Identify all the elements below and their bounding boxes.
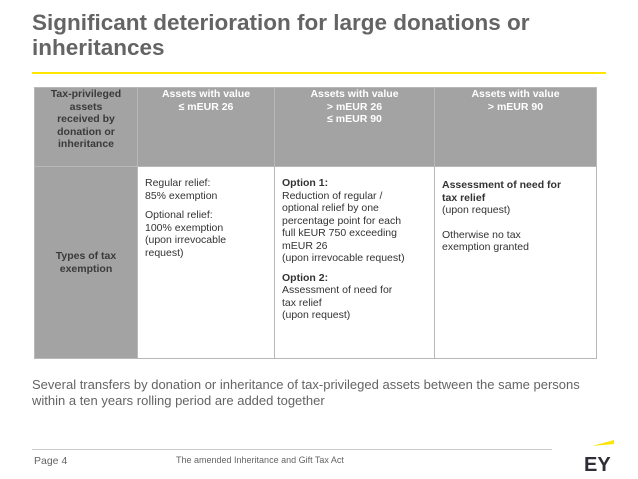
text-line: (upon request) [282, 309, 351, 321]
option-title: Option 1: [282, 177, 329, 189]
text-line: Assessment of need for [442, 179, 562, 191]
text-line: full kEUR 750 exceeding [282, 227, 397, 239]
corner-line: received by [57, 113, 115, 125]
row-label-cell: Types of tax exemption [34, 166, 138, 359]
page-title: Significant deterioration for large dona… [32, 10, 530, 60]
option-2: Option 2: Assessment of need for tax rel… [282, 272, 428, 322]
text-line: 85% exemption [145, 189, 218, 202]
text-line: Regular relief: [145, 177, 211, 189]
text-line: tax relief [282, 296, 322, 309]
text-line: percentage point for each [282, 214, 402, 227]
page-number: Page 4 [34, 455, 68, 467]
footer-divider [32, 449, 552, 450]
header-line: Assets with value [471, 88, 560, 100]
header-line: Assets with value [161, 88, 251, 100]
header-line: ≤ mEUR 26 [178, 100, 234, 113]
row-label-line: exemption [59, 262, 113, 275]
document-name: The amended Inheritance and Gift Tax Act [176, 455, 344, 465]
ey-logo-icon: EY [584, 440, 614, 474]
exemption-table: Tax-privileged assets received by donati… [34, 87, 597, 359]
text-line: tax relief [442, 191, 486, 204]
text-line: exemption granted [442, 241, 529, 253]
header-line: ≤ mEUR 90 [327, 113, 382, 125]
optional-relief: Optional relief: 100% exemption (upon ir… [145, 209, 268, 259]
corner-line: assets [69, 100, 103, 113]
text-line: Reduction of regular / [282, 189, 383, 202]
header-col-upto-26: Assets with value ≤ mEUR 26 [137, 87, 275, 167]
cell-26-to-90: Option 1: Reduction of regular / optiona… [274, 166, 435, 359]
no-exemption-block: Otherwise no tax exemption granted [442, 229, 590, 254]
text-line: request) [145, 246, 184, 259]
assessment-block: Assessment of need for tax relief (upon … [442, 179, 590, 217]
cell-upto-26: Regular relief: 85% exemption Optional r… [137, 166, 275, 359]
option-title: Option 2: [282, 271, 329, 284]
footnote-text: Several transfers by donation or inherit… [32, 377, 580, 408]
corner-line: Tax-privileged [50, 88, 122, 100]
cell-over-90: Assessment of need for tax relief (upon … [434, 166, 597, 359]
table-header-row: Tax-privileged assets received by donati… [34, 87, 597, 167]
text-line: Assessment of need for [282, 284, 393, 296]
text-line: (upon irrevocable request) [282, 252, 405, 264]
text-line: optional relief by one [282, 202, 379, 214]
corner-line: donation or [57, 125, 115, 138]
text-line: mEUR 26 [282, 239, 328, 252]
option-1: Option 1: Reduction of regular / optiona… [282, 177, 428, 265]
text-line: Optional relief: [145, 209, 213, 221]
row-label-line: Types of tax [55, 250, 117, 262]
corner-line: inheritance [57, 138, 115, 150]
header-corner-cell: Tax-privileged assets received by donati… [34, 87, 138, 167]
text-line: Otherwise no tax [442, 228, 521, 241]
header-col-26-to-90: Assets with value > mEUR 26 ≤ mEUR 90 [274, 87, 435, 167]
text-line: (upon irrevocable [145, 234, 227, 246]
table-body-row: Types of tax exemption Regular relief: 8… [34, 166, 597, 359]
header-line: > mEUR 90 [487, 100, 544, 113]
text-line: (upon request) [442, 204, 511, 216]
logo-beam [592, 440, 614, 446]
header-col-over-90: Assets with value > mEUR 90 [434, 87, 597, 167]
header-line: > mEUR 26 [326, 100, 383, 113]
header-line: Assets with value [310, 88, 399, 100]
text-line: 100% exemption [145, 221, 224, 234]
title-underline [32, 72, 606, 74]
logo-letters: EY [584, 454, 611, 474]
regular-relief: Regular relief: 85% exemption [145, 177, 268, 202]
